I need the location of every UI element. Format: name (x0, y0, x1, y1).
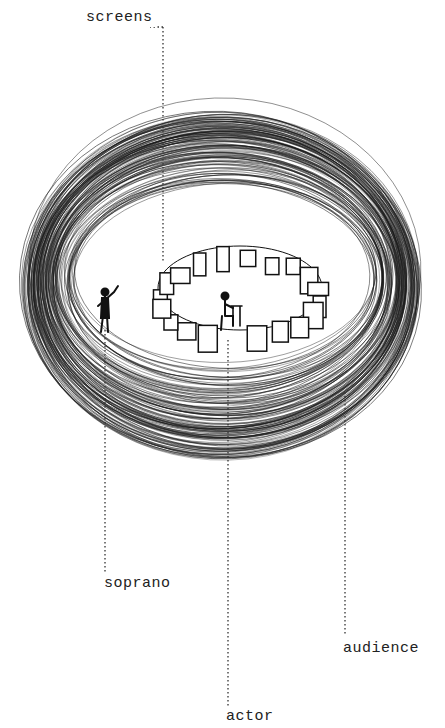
screen-ring (153, 296, 326, 352)
scribble-stroke (70, 174, 379, 376)
scribble-stroke (13, 104, 420, 461)
scribble-stroke (28, 121, 419, 449)
screen (198, 325, 217, 352)
soprano-figure (98, 286, 118, 332)
screen (240, 250, 255, 266)
scribble-stroke (25, 119, 410, 445)
screen (217, 247, 229, 272)
scribble-stroke (44, 138, 404, 417)
scribble-stroke (13, 110, 426, 468)
screen (247, 326, 267, 351)
scribble-stroke (57, 164, 380, 395)
figure-body (221, 300, 233, 330)
scribble-stroke (43, 147, 400, 419)
scribble-stroke (61, 166, 389, 397)
screen (171, 268, 190, 284)
scribble-stroke (16, 110, 426, 469)
figure-body (98, 286, 118, 332)
figure-head (102, 289, 109, 296)
scribble-stroke (45, 147, 391, 417)
screen (265, 258, 278, 275)
scribble-stroke (43, 137, 401, 423)
scribble-stroke (46, 143, 405, 427)
leader-line (104, 330, 105, 572)
screen (194, 253, 206, 276)
table (231, 306, 242, 326)
figure-head (222, 293, 229, 300)
leader-line (227, 340, 228, 706)
scribble-stroke (14, 101, 427, 471)
scribble-stroke (49, 149, 395, 414)
screen (178, 323, 196, 340)
screen (291, 317, 309, 338)
scribble-stroke (61, 175, 373, 383)
screen (272, 321, 288, 342)
figures (98, 286, 242, 332)
scribble-stroke (61, 166, 388, 393)
screen (286, 258, 300, 274)
scribble-stroke (18, 108, 423, 466)
screen (308, 282, 329, 295)
scribble-stroke (29, 126, 407, 434)
part-label: screens (84, 9, 155, 27)
scribble-stroke (42, 134, 409, 435)
actor-figure (221, 293, 242, 331)
leader-lines (105, 27, 345, 706)
leader-line (344, 392, 345, 636)
scribble-stroke (70, 182, 375, 371)
scribble-stroke (62, 176, 379, 376)
part-label: actor (224, 708, 276, 726)
part-label: soprano (102, 575, 173, 593)
audience-scribble (13, 88, 432, 472)
scribble-stroke (20, 88, 429, 448)
figure-dress (101, 298, 109, 318)
leader-line (162, 27, 163, 262)
scribble-stroke (35, 122, 414, 441)
scribble-stroke (26, 108, 425, 456)
screen (153, 299, 171, 318)
scribble-stroke (49, 144, 400, 416)
part-label: audience (341, 640, 421, 658)
